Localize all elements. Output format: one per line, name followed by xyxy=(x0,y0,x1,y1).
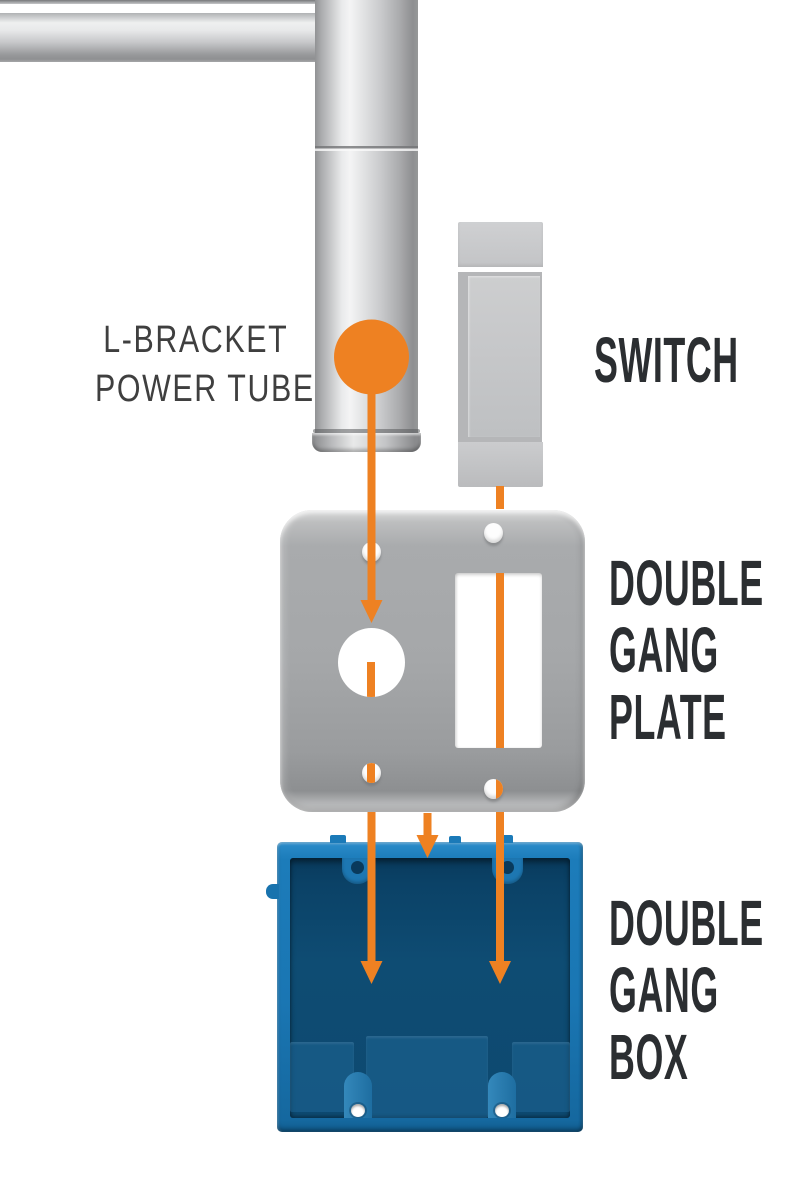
box-bottom-block xyxy=(366,1036,488,1118)
double-gang-box xyxy=(266,835,583,1132)
label-double-gang-box: DOUBLE GANG BOX xyxy=(609,890,801,1091)
box-screw-post-left xyxy=(344,1072,372,1118)
box-screw-post-right xyxy=(488,1072,516,1118)
label-line: DOUBLE xyxy=(609,547,764,619)
power-tube-groove xyxy=(313,429,420,433)
plate-round-hole xyxy=(338,628,405,697)
horizontal-power-tube xyxy=(0,13,324,62)
plate-screw-hole-top-left xyxy=(362,542,381,562)
box-bottom-block xyxy=(512,1042,570,1112)
plate-switch-cutout xyxy=(455,573,542,748)
power-tube-end-collar xyxy=(312,433,421,452)
box-interior xyxy=(290,858,570,1118)
box-screw-hole xyxy=(351,1104,365,1117)
label-l-bracket-power-tube: L-BRACKET POWER TUBE xyxy=(40,316,313,414)
box-mount-boss-right xyxy=(492,858,523,884)
box-screw-hole xyxy=(495,1104,509,1117)
box-boss-hole xyxy=(501,861,514,874)
label-line: BOX xyxy=(609,1021,689,1093)
box-rim-notch xyxy=(330,835,346,843)
box-bottom-block xyxy=(290,1042,354,1112)
box-boss-hole xyxy=(351,861,364,874)
switch-bottom-cap xyxy=(458,442,543,487)
box-mount-boss-left xyxy=(342,858,373,884)
switch-body xyxy=(458,272,542,442)
label-line: GANG xyxy=(609,954,719,1026)
label-line: POWER TUBE xyxy=(94,368,315,410)
label-line: L-BRACKET xyxy=(102,319,288,361)
label-line: SWITCH xyxy=(594,324,739,396)
arrow-through-screw-hole xyxy=(496,779,503,799)
label-double-gang-plate: DOUBLE GANG PLATE xyxy=(609,550,801,751)
label-line: PLATE xyxy=(609,681,727,753)
power-tube-seam xyxy=(315,146,418,151)
switch-rocker-face xyxy=(468,276,540,437)
box-nail-tab xyxy=(266,884,279,899)
plate-screw-hole-bottom-left xyxy=(362,763,381,783)
arrow-through-screw-hole xyxy=(367,763,375,783)
switch-top-cap xyxy=(458,222,543,267)
plate-screw-hole-bottom-right xyxy=(484,779,503,799)
box-rim-notch xyxy=(449,836,461,843)
label-switch: SWITCH xyxy=(594,328,801,392)
double-gang-plate xyxy=(280,510,585,812)
arrow-through-round-hole xyxy=(367,662,375,697)
label-line: DOUBLE xyxy=(609,887,764,959)
plate-screw-hole-top-right xyxy=(484,523,503,543)
arrow-through-cutout xyxy=(496,573,504,748)
vertical-power-tube xyxy=(315,0,418,434)
box-rim-notch xyxy=(497,835,513,843)
upper-tube-edge xyxy=(0,0,322,4)
label-line: GANG xyxy=(609,614,719,686)
